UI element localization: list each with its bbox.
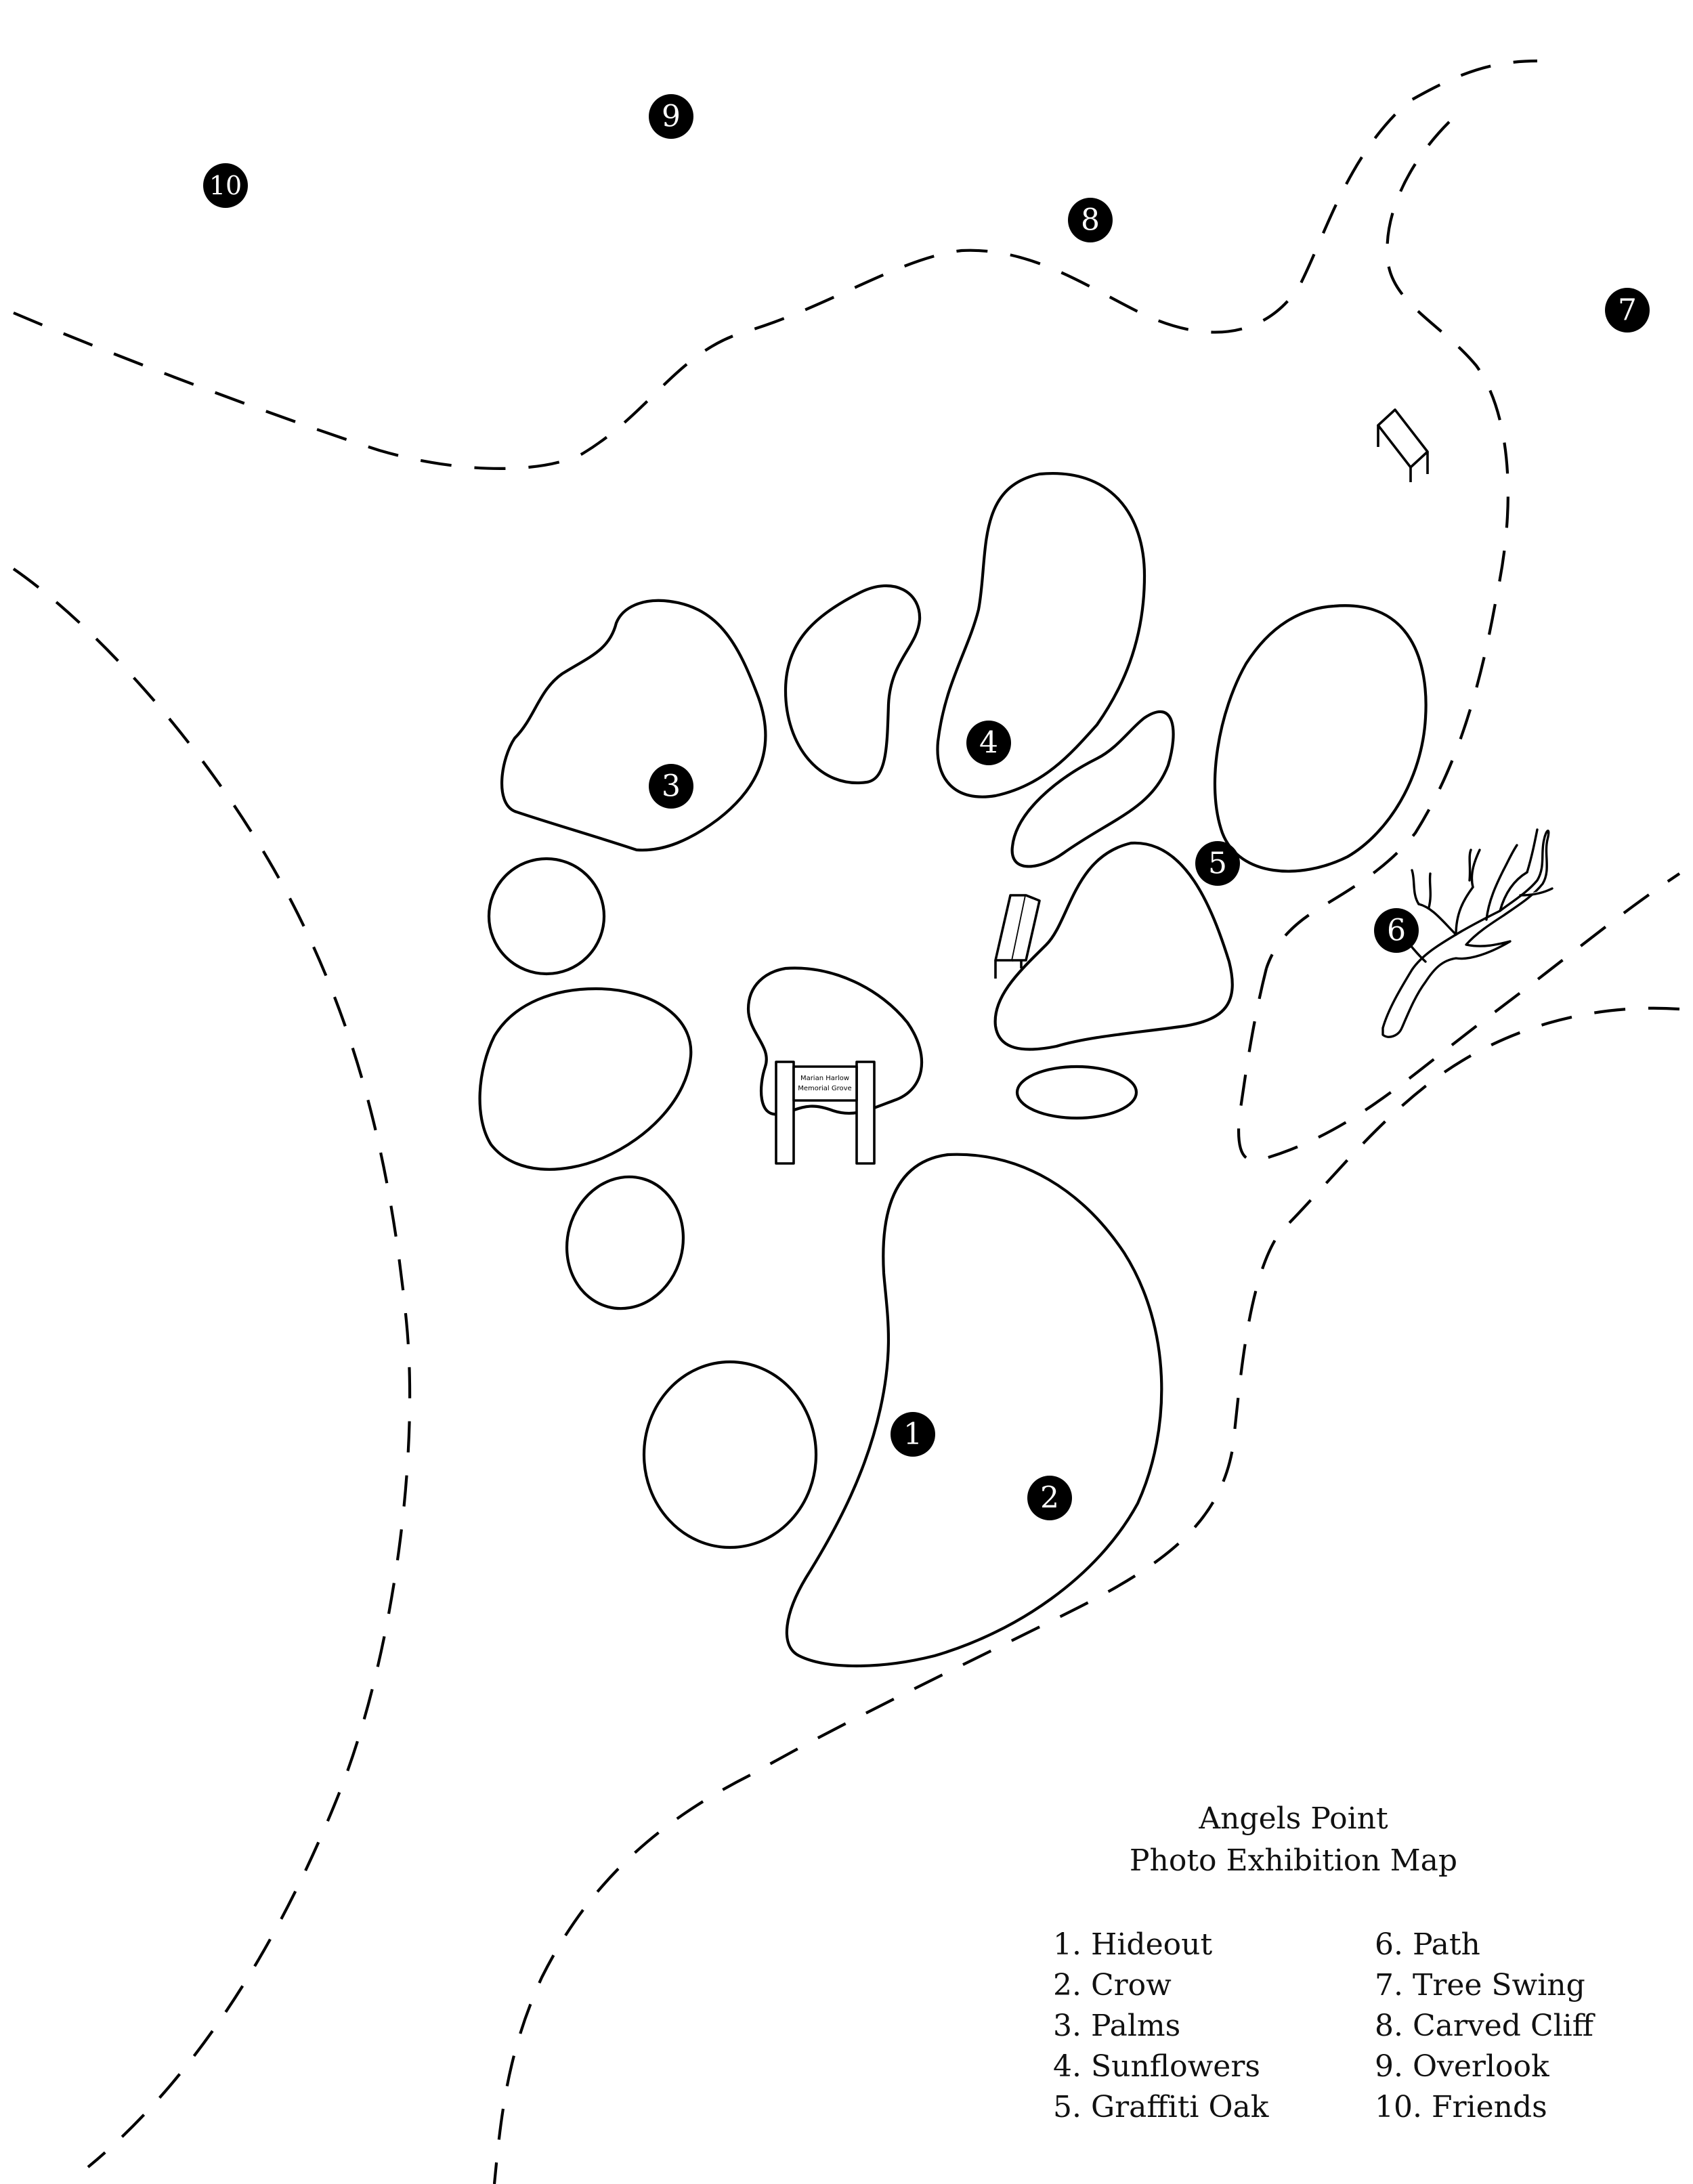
marker-8[interactable]: 8	[1068, 198, 1113, 242]
legend-left-column: 1. Hideout 2. Crow 3. Palms 4. Sunflower…	[1053, 1925, 1268, 2128]
marker-1-label: 1	[903, 1417, 922, 1452]
legend-item: 10. Friends	[1375, 2090, 1547, 2124]
marker-2-label: 2	[1040, 1481, 1059, 1516]
sign-line-2: Memorial Grove	[798, 1085, 851, 1092]
marker-10-label: 10	[209, 171, 242, 200]
marker-5[interactable]: 5	[1195, 841, 1240, 886]
legend-item: 5. Graffiti Oak	[1053, 2090, 1269, 2124]
bed-southwest-large	[478, 987, 693, 1171]
bed-round-south	[642, 1360, 818, 1549]
bed-palms	[500, 599, 767, 852]
trail-southeast	[492, 1006, 1680, 2184]
bed-kidney-north	[784, 584, 922, 785]
marker-3[interactable]: 3	[649, 764, 693, 809]
marker-6[interactable]: 6	[1374, 908, 1419, 953]
bed-graffiti-oak	[993, 841, 1234, 1051]
legend-item: 8. Carved Cliff	[1375, 2009, 1594, 2043]
sign-line-1: Marian Harlow	[800, 1075, 849, 1082]
legend-item: 2. Crow	[1053, 1968, 1172, 2003]
bench-icon	[994, 894, 1041, 979]
legend-item: 3. Palms	[1053, 2009, 1181, 2043]
trail-central-loop	[1237, 872, 1681, 1162]
trail-north	[13, 59, 1538, 470]
map-title: Angels Point Photo Exhibition Map	[1016, 1798, 1571, 1882]
bed-sunflowers	[936, 471, 1146, 798]
legend-item: 7. Tree Swing	[1375, 1968, 1585, 2003]
legend-item: 9. Overlook	[1375, 2049, 1549, 2084]
map-title-line-2: Photo Exhibition Map	[1129, 1843, 1458, 1878]
trail-west	[12, 568, 412, 2168]
memorial-sign-icon: Marian Harlow Memorial Grove	[775, 1061, 876, 1165]
legend-item: 1. Hideout	[1053, 1927, 1213, 1962]
bed-narrow-east	[1010, 710, 1175, 868]
marker-4-label: 4	[979, 726, 998, 761]
photo-markers: 1 2 3 4 5 6 7 8 9 10	[203, 94, 1650, 1520]
marker-9-label: 9	[662, 100, 681, 134]
bed-small-south-west	[565, 1175, 685, 1310]
marker-2[interactable]: 2	[1027, 1476, 1072, 1520]
marker-6-label: 6	[1387, 914, 1406, 948]
bed-small-oval	[1015, 1065, 1138, 1120]
legend-item: 4. Sunflowers	[1053, 2049, 1260, 2084]
legend-right-column: 6. Path 7. Tree Swing 8. Carved Cliff 9.…	[1375, 1925, 1593, 2128]
marker-9[interactable]: 9	[649, 94, 693, 139]
marker-3-label: 3	[662, 769, 681, 804]
bed-round-west	[487, 857, 606, 976]
marker-8-label: 8	[1081, 203, 1100, 238]
bench-icon	[1377, 408, 1429, 482]
bed-oval-east	[1213, 604, 1428, 873]
trails	[12, 59, 1681, 2184]
trail-northeast	[1265, 121, 1509, 969]
marker-7-label: 7	[1618, 293, 1637, 328]
marker-5-label: 5	[1208, 847, 1227, 881]
marker-4[interactable]: 4	[966, 721, 1011, 765]
bed-hideout	[785, 1153, 1163, 1668]
dead-tree-icon	[1381, 828, 1553, 1038]
marker-7[interactable]: 7	[1605, 288, 1650, 333]
planting-beds	[478, 471, 1428, 1668]
map-title-line-1: Angels Point	[1199, 1801, 1388, 1836]
marker-10[interactable]: 10	[203, 163, 248, 208]
legend-item: 6. Path	[1375, 1927, 1480, 1962]
marker-1[interactable]: 1	[891, 1412, 935, 1457]
